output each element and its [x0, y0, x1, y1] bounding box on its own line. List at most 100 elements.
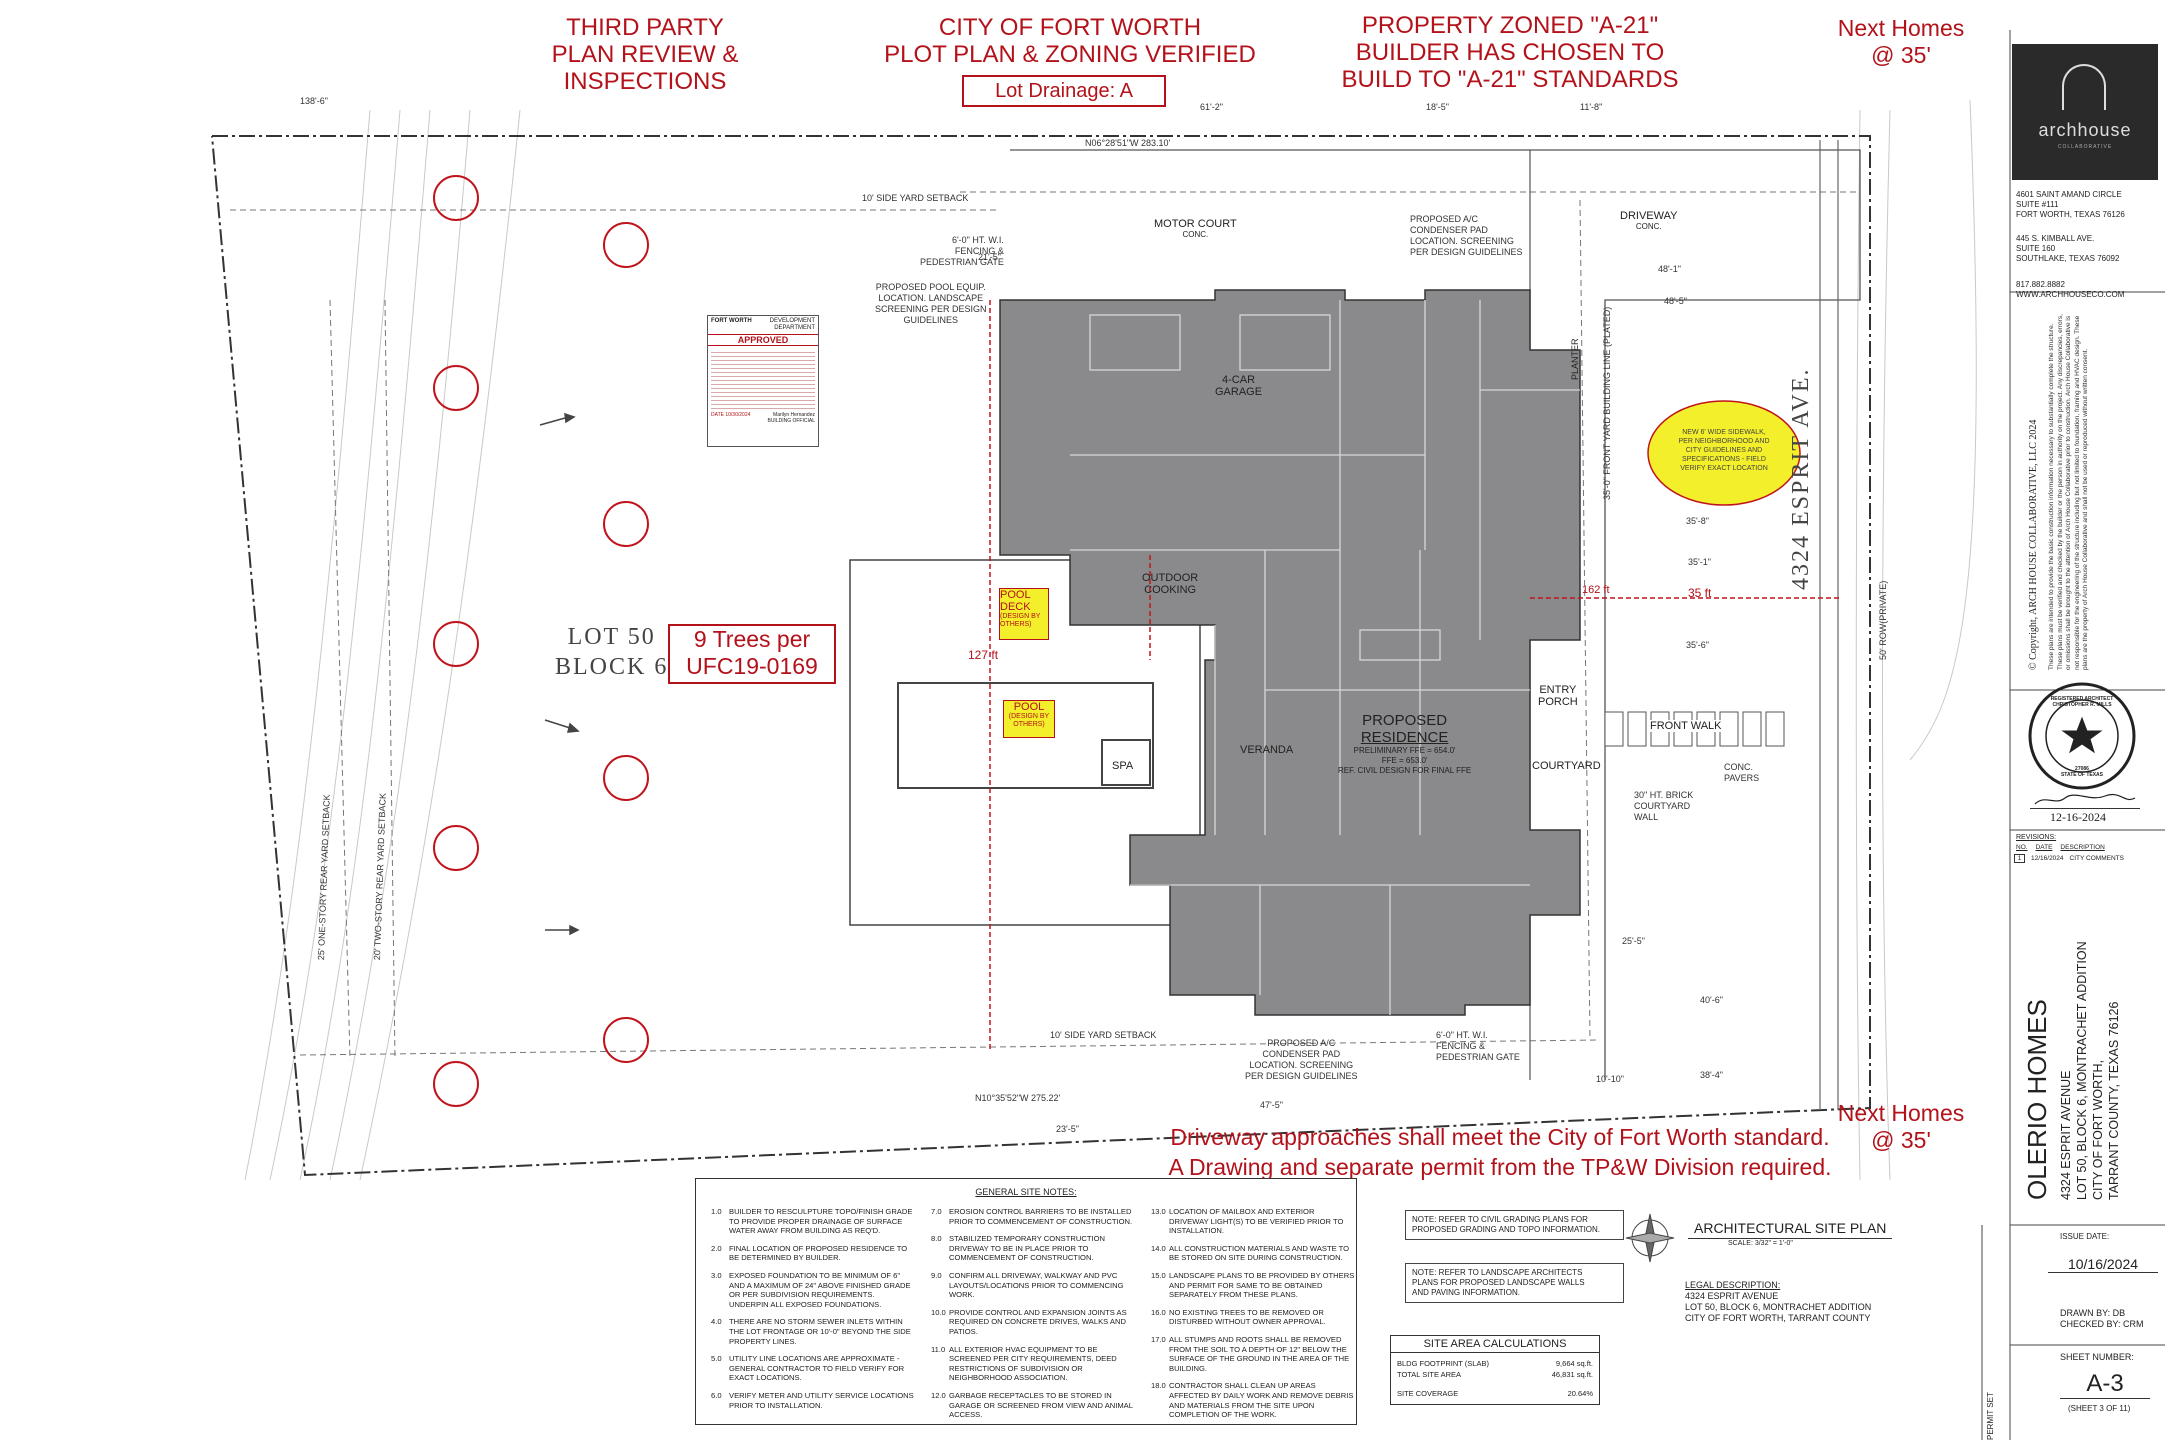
general-note-number: 4.0: [711, 1317, 722, 1327]
sidewalk: [1819, 140, 1839, 1110]
residence-ffe-1: PRELIMINARY FFE = 654.0': [1353, 746, 1456, 755]
planter-label: PLANTER: [1570, 338, 1580, 380]
site-area-title: SITE AREA CALCULATIONS: [1391, 1336, 1599, 1353]
revisions-label: REVISIONS:: [2016, 834, 2057, 841]
seal-line-3: 27086: [2075, 766, 2089, 772]
next-homes-bottom-line-1: Next Homes: [1837, 1100, 1965, 1126]
pool-equip-line-2: LOCATION. LANDSCAPE: [878, 293, 984, 303]
general-note-number: 15.0: [1151, 1270, 1166, 1280]
website-link[interactable]: WWW.ARCHHOUSECO.COM: [2016, 290, 2125, 299]
fencing-bottom-note: 6'-0" HT. W.I. FENCING & PEDESTRIAN GATE: [1436, 1030, 1520, 1063]
house-footprint: [999, 289, 1581, 1016]
dim-23-5: 23'-5": [1056, 1124, 1079, 1134]
legal-line-3: CITY OF FORT WORTH, TARRANT COUNTY: [1685, 1313, 1871, 1323]
site-plan-title: ARCHITECTURAL SITE PLAN: [1688, 1220, 1893, 1239]
issue-date: 10/16/2024: [2048, 1256, 2158, 1273]
dim-38-4: 38'-4": [1700, 1070, 1723, 1080]
general-note-text: CONFIRM ALL DRIVEWAY, WALKWAY AND PVC LA…: [949, 1270, 1124, 1300]
general-note-number: 17.0: [1151, 1334, 1166, 1344]
pavers-line-1: CONC.: [1724, 762, 1753, 772]
civil-ref-line-2: PROPOSED GRADING AND TOPO INFORMATION.: [1412, 1225, 1601, 1234]
general-note-text: CONTRACTOR SHALL CLEAN UP AREAS AFFECTED…: [1169, 1381, 1354, 1420]
general-note-item: 9.0 CONFIRM ALL DRIVEWAY, WALKWAY AND PVC…: [931, 1271, 1136, 1300]
motor-court-title: MOTOR COURT: [1154, 218, 1237, 230]
brick-wall-line-1: 30" HT. BRICK: [1634, 790, 1694, 800]
tree-6: [433, 825, 479, 871]
dim-138-6: 138'-6": [300, 96, 328, 106]
red-dimensions: [989, 300, 1840, 1050]
sidewalk-note: NEW 6' WIDE SIDEWALK, PER NEIGHBORHOOD A…: [1664, 428, 1784, 473]
property-boundary: [211, 135, 1871, 1177]
dim-25-5: 25'-5": [1622, 936, 1645, 946]
side-setback-top-label: 10' SIDE YARD SETBACK: [862, 193, 969, 203]
sidewalk-line-1: NEW 6' WIDE SIDEWALK,: [1682, 429, 1766, 436]
pool-equip-line-1: PROPOSED POOL EQUIP.: [875, 282, 986, 292]
site-plan-scale: SCALE: 3/32" = 1'-0": [1728, 1240, 1793, 1247]
tree-9: [603, 222, 649, 268]
side-setback-bottom-label: 10' SIDE YARD SETBACK: [1050, 1030, 1157, 1040]
general-note-number: 18.0: [1151, 1381, 1166, 1391]
pool-sub-1: (DESIGN BY: [1008, 713, 1050, 720]
general-note-number: 1.0: [711, 1207, 722, 1216]
driveway-label: DRIVEWAY CONC.: [1620, 210, 1677, 231]
pool-label: POOL (DESIGN BY OTHERS): [1003, 700, 1055, 738]
driveway-sub: CONC.: [1635, 222, 1662, 231]
outdoor-cooking-line-2: COOKING: [1144, 584, 1197, 596]
logo-sub: COLLABORATIVE: [2057, 144, 2113, 150]
dim-48-1: 48'-1": [1658, 264, 1681, 274]
next-homes-bottom-line-2: @ 35': [1871, 1127, 1931, 1153]
architect-seal: REGISTERED ARCHITECT CHRISTOPHER R. MILL…: [2030, 696, 2134, 778]
seal-line-1: REGISTERED ARCHITECT: [2050, 696, 2114, 702]
pool-deck-outline: [849, 559, 1201, 926]
fencing-bottom-line-2: FENCING &: [1436, 1041, 1486, 1051]
general-note-text: STABILIZED TEMPORARY CONSTRUCTION DRIVEW…: [949, 1234, 1105, 1263]
general-note-number: 5.0: [711, 1354, 722, 1364]
office-address-1: 4601 SAINT AMAND CIRCLE SUITE #111 FORT …: [2016, 190, 2125, 220]
title-block-frame: [1981, 30, 2165, 1440]
sidewalk-note-highlight: [1647, 400, 1801, 506]
stamp-date: DATE 10/30/2024: [711, 412, 751, 418]
landscape-ref-note: NOTE: REFER TO LANDSCAPE ARCHITECTS PLAN…: [1405, 1263, 1624, 1303]
dim-18-5: 18'-5": [1426, 102, 1449, 112]
row-label: 50' ROW(PRIVATE): [1878, 580, 1888, 660]
pavers-note: CONC. PAVERS: [1724, 762, 1759, 784]
city-line-1: CITY OF FORT WORTH: [938, 14, 1202, 41]
fencing-top-line-3: PEDESTRIAN GATE: [920, 257, 1004, 267]
pool-outline: [897, 682, 1154, 789]
seal-line-4: STATE OF TEXAS: [2060, 772, 2104, 778]
outdoor-cooking-line-1: OUTDOOR: [1142, 572, 1199, 584]
veranda-label: VERANDA: [1240, 744, 1294, 756]
general-note-text: EXPOSED FOUNDATION TO BE MINIMUM OF 6" A…: [729, 1270, 911, 1309]
protected-trees: [433, 175, 649, 1107]
dim-35: 35 ft: [1688, 586, 1712, 600]
tree-3: [603, 501, 649, 547]
permit-set-label: PERMIT SET: [1986, 1392, 1995, 1440]
next-homes-top-line-1: Next Homes: [1837, 15, 1965, 41]
ac-top-line-4: PER DESIGN GUIDELINES: [1410, 247, 1523, 257]
general-note-number: 9.0: [931, 1270, 942, 1280]
dim-35-6: 35'-6": [1686, 640, 1709, 650]
general-note-number: 11.0: [931, 1344, 946, 1354]
addr2-line-2: SUITE 160: [2016, 244, 2056, 253]
lot-block-label: LOT 50 BLOCK 6: [555, 622, 668, 682]
ac-bottom-line-1: PROPOSED A/C: [1267, 1038, 1336, 1048]
rev-date: 12/16/2024: [2031, 855, 2064, 862]
general-note-text: UTILITY LINE LOCATIONS ARE APPROXIMATE -…: [729, 1354, 905, 1383]
sidewalk-line-2: PER NEIGHBORHOOD AND: [1678, 438, 1770, 445]
brick-wall-line-2: COURTYARD: [1634, 801, 1691, 811]
trees-line-2: UFC19-0169: [686, 653, 818, 679]
ac-bottom-note: PROPOSED A/C CONDENSER PAD LOCATION. SCR…: [1245, 1038, 1358, 1082]
third-party-line-1: THIRD PARTY: [566, 14, 724, 41]
trees-line-1: 9 Trees per: [693, 626, 811, 652]
disclaimer-text: These plans are intended to provide the …: [2048, 314, 2089, 670]
rev-header-no: NO.: [2016, 844, 2028, 851]
legal-line-1: 4324 ESPRIT AVENUE: [1685, 1291, 1779, 1301]
